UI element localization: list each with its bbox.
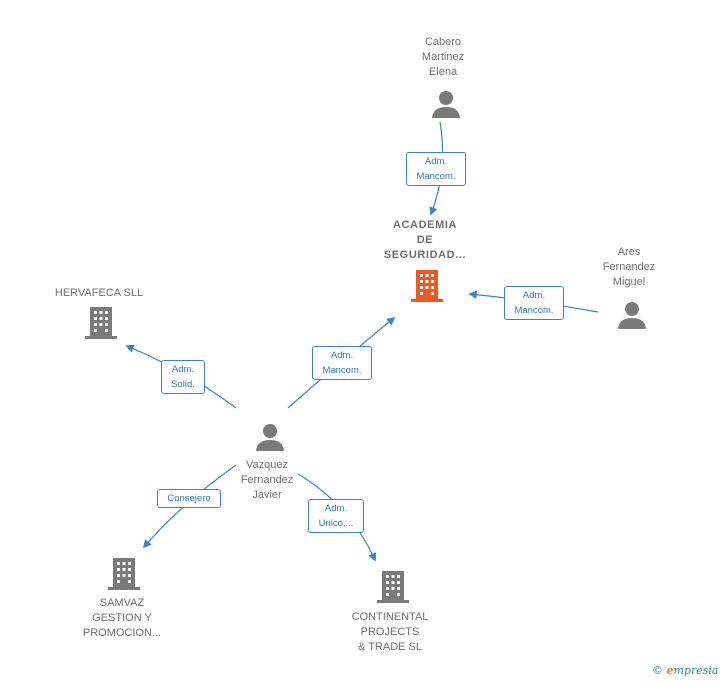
brand-logo: © empresia [652, 664, 718, 677]
node-label-continental: CONTINENTAL PROJECTS & TRADE SL [351, 611, 429, 653]
brand-initial: e [666, 664, 674, 677]
node-label-vazquez: Vazquez Fernandez Javier [240, 459, 294, 501]
node-label-samvaz: SAMVAZ GESTION Y PROMOCION... [82, 597, 162, 639]
edge-label-ares-academia[interactable]: Adm. Mancom. [504, 286, 564, 320]
node-label-cabero: Cabero Martinez Elena [421, 36, 465, 78]
building-icon[interactable] [376, 570, 410, 604]
node-label-ares: Ares Fernandez Miguel [602, 246, 656, 288]
edge-label-vazquez-academia[interactable]: Adm. Mancom. [312, 346, 372, 380]
building-icon[interactable] [410, 269, 444, 303]
node-label-hervafeca: HERVAFECA SLL [54, 287, 144, 299]
edge-label-cabero-academia[interactable]: Adm. Mancom. [406, 152, 466, 186]
edge-label-vazquez-samvaz[interactable]: Consejero [157, 489, 221, 508]
person-icon[interactable] [617, 300, 647, 330]
edge-label-vazquez-continental[interactable]: Adm. Unico,... [308, 499, 364, 533]
node-label-academia: ACADEMIA DE SEGURIDAD... [383, 219, 467, 261]
building-icon[interactable] [84, 306, 118, 340]
brand-name: mpresia [673, 664, 719, 677]
person-icon[interactable] [431, 89, 461, 119]
copyright-symbol: © [652, 664, 663, 677]
building-icon[interactable] [107, 557, 141, 591]
edge-label-vazquez-hervafeca[interactable]: Adm. Solid. [161, 360, 205, 394]
person-icon[interactable] [255, 422, 285, 452]
